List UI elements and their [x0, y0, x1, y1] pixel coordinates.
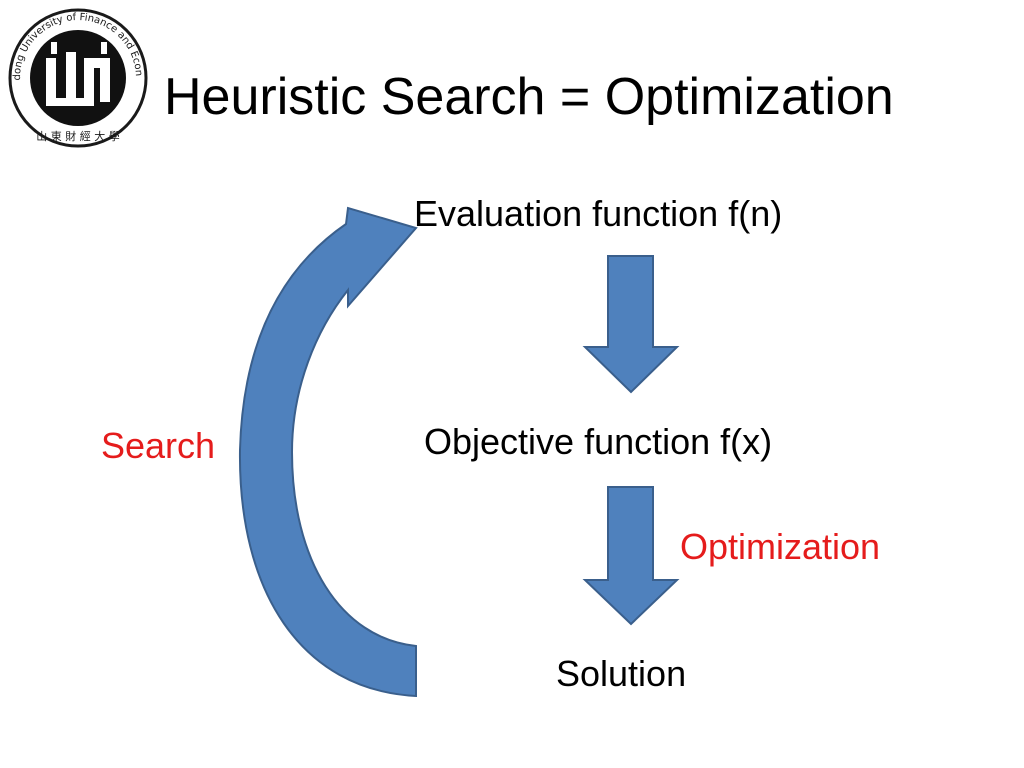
search-curved-arrow: [238, 206, 418, 698]
optimization-label: Optimization: [680, 526, 881, 567]
evaluation-function-label: Evaluation function f(n): [414, 193, 783, 234]
university-logo: Shandong University of Finance and Econo…: [6, 6, 148, 148]
down-arrow-evaluation-to-objective: [582, 255, 680, 394]
slide-title: Heuristic Search = Optimization: [164, 68, 894, 126]
down-arrow-objective-to-solution: [582, 486, 680, 626]
search-label: Search: [101, 425, 216, 466]
logo-characters: 山 東 財 經 大 學: [36, 129, 119, 143]
objective-function-label: Objective function f(x): [424, 421, 773, 462]
solution-label: Solution: [556, 653, 687, 694]
logo-emblem-icon: [46, 42, 110, 106]
